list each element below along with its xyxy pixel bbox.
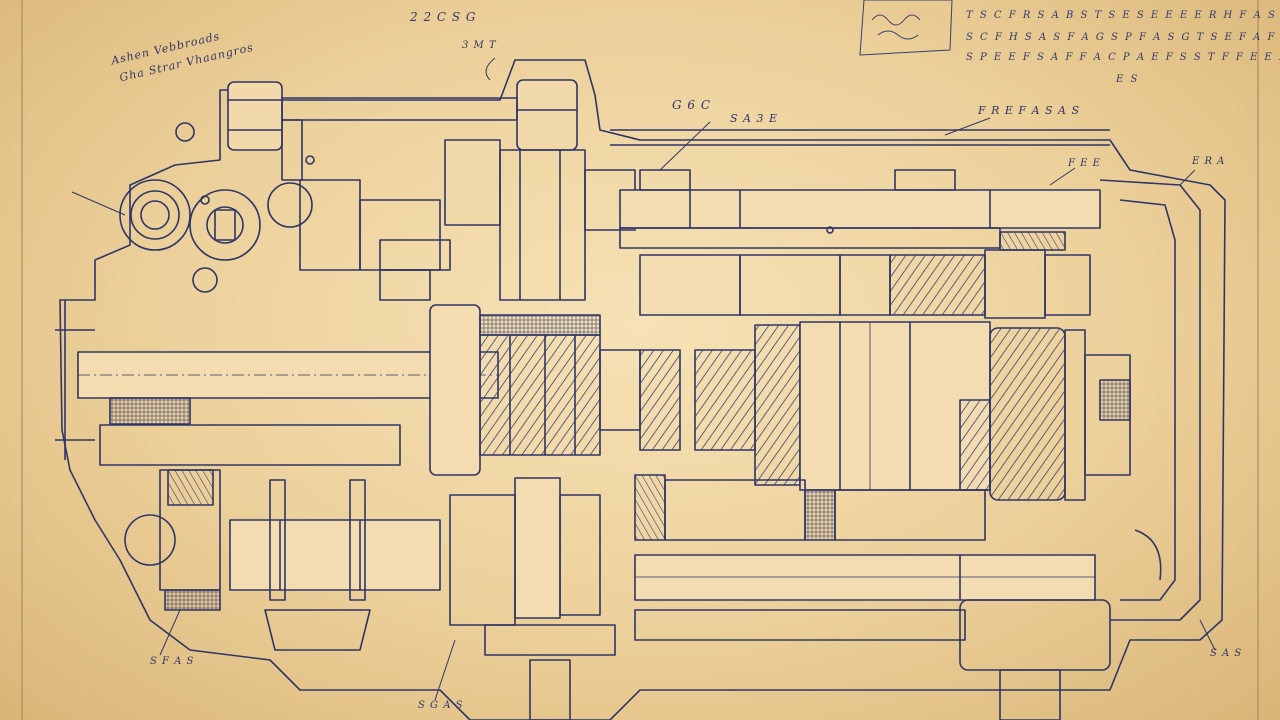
right-note-line-4: E S: [1116, 74, 1140, 85]
central-gear-stack: [479, 334, 601, 456]
outer-housing: [59, 59, 1226, 720]
upper-gear-hatched: [889, 254, 986, 316]
right-note-line-1: T S C F R S A B S T S E S E E E E R H F …: [966, 10, 1280, 21]
callout-4: F E E: [1068, 158, 1101, 169]
callout-1: G 6 C: [672, 98, 712, 112]
right-note-line-3: S P E E F S A F F A C P A E F S S T F F …: [966, 52, 1280, 63]
right-hatched-gear: [989, 327, 1066, 501]
callout-3: F R E F A S A S: [978, 104, 1081, 117]
bottom-label-1: S F A S: [150, 656, 195, 667]
callout-5: E R A: [1192, 156, 1226, 167]
gear-right: [189, 189, 261, 261]
right-note-line-2: S C F H S A S F A G S P F A S G T S E F …: [966, 32, 1280, 43]
center-cylinder: [516, 79, 578, 151]
bottom-label-2: S G A S: [418, 700, 464, 711]
callout-2: S A 3 E: [730, 112, 778, 125]
left-cylinder: [227, 81, 283, 151]
bottom-label-3: S A S: [1210, 648, 1243, 659]
lower-rod: [634, 554, 1096, 601]
top-center-mark-1: 2 2 C S G: [410, 10, 477, 24]
top-center-mark-2: 3 M T: [462, 40, 497, 51]
gear-left: [119, 179, 191, 251]
